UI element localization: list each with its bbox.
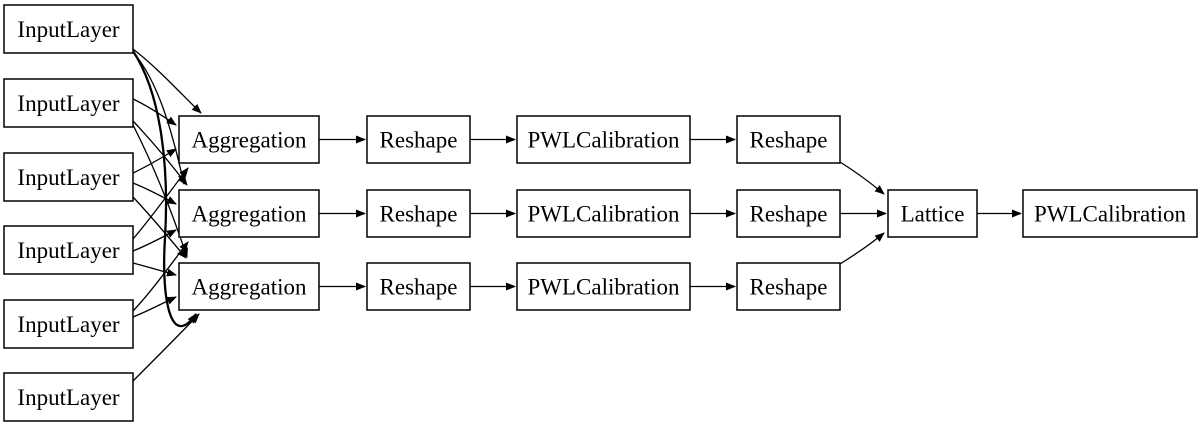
node-label-reshape-a2: Reshape <box>380 202 458 227</box>
node-box-aggregation-2 <box>178 189 320 238</box>
node-pwlcalibration-3: PWLCalibration <box>516 262 691 311</box>
node-reshape-a3: Reshape <box>366 262 471 311</box>
edge-input-3-to-aggregation-2 <box>132 182 177 205</box>
node-reshape-b3: Reshape <box>736 262 841 311</box>
node-box-lattice <box>887 189 978 238</box>
edge-reshape-b3-to-lattice <box>839 232 885 265</box>
node-label-reshape-b1: Reshape <box>750 128 828 153</box>
node-input-4: InputLayer <box>3 225 134 275</box>
node-box-pwlcalibration-2 <box>516 189 691 238</box>
edge-input-2-to-aggregation-2 <box>132 120 188 186</box>
node-pwlcalibration-1: PWLCalibration <box>516 115 691 164</box>
node-label-reshape-b2: Reshape <box>750 202 828 227</box>
node-label-reshape-a1: Reshape <box>380 128 458 153</box>
edge-input-3-to-aggregation-1 <box>132 148 177 174</box>
node-reshape-b2: Reshape <box>736 189 841 238</box>
node-input-2: InputLayer <box>3 78 134 128</box>
edge-input-1-to-aggregation-1 <box>132 48 202 114</box>
node-input-1: InputLayer <box>3 4 134 54</box>
node-reshape-a2: Reshape <box>366 189 471 238</box>
edge-input-1-to-aggregation-3 <box>132 50 197 328</box>
edge-input-2-to-aggregation-1 <box>132 98 177 126</box>
node-box-reshape-b2 <box>736 189 841 238</box>
node-box-input-4 <box>3 225 134 275</box>
node-label-input-3: InputLayer <box>17 165 120 190</box>
edge-input-5-to-aggregation-2 <box>132 241 189 312</box>
node-label-aggregation-1: Aggregation <box>192 128 307 153</box>
edges-layer <box>132 48 1022 382</box>
node-box-input-3 <box>3 152 134 202</box>
node-input-5: InputLayer <box>3 299 134 349</box>
edge-input-4-to-aggregation-3 <box>132 262 177 277</box>
node-box-pwlcalibration-1 <box>516 115 691 164</box>
node-label-input-1: InputLayer <box>17 17 120 42</box>
node-label-input-6: InputLayer <box>17 385 120 410</box>
node-label-input-5: InputLayer <box>17 312 120 337</box>
node-label-input-2: InputLayer <box>17 91 120 116</box>
node-aggregation-2: Aggregation <box>178 189 320 238</box>
node-box-reshape-a2 <box>366 189 471 238</box>
node-reshape-a1: Reshape <box>366 115 471 164</box>
node-box-aggregation-3 <box>178 262 320 311</box>
edge-input-4-to-aggregation-2 <box>132 229 177 252</box>
node-reshape-b1: Reshape <box>736 115 841 164</box>
node-label-pwlcalibration-1: PWLCalibration <box>527 128 680 153</box>
node-box-reshape-b3 <box>736 262 841 311</box>
edge-input-6-to-aggregation-3 <box>132 313 200 382</box>
edge-reshape-b1-to-lattice <box>839 161 885 195</box>
node-box-pwlcalibration-out <box>1022 189 1198 238</box>
node-box-aggregation-1 <box>178 115 320 164</box>
edge-input-4-to-aggregation-1 <box>132 167 189 240</box>
node-label-input-4: InputLayer <box>17 238 120 263</box>
node-pwlcalibration-out: PWLCalibration <box>1022 189 1198 238</box>
node-input-3: InputLayer <box>3 152 134 202</box>
node-label-pwlcalibration-out: PWLCalibration <box>1034 202 1187 227</box>
edge-input-3-to-aggregation-3 <box>132 196 187 259</box>
node-box-input-6 <box>3 372 134 422</box>
node-label-pwlcalibration-3: PWLCalibration <box>527 275 680 300</box>
node-label-pwlcalibration-2: PWLCalibration <box>527 202 680 227</box>
node-box-input-5 <box>3 299 134 349</box>
node-box-reshape-a1 <box>366 115 471 164</box>
node-label-aggregation-3: Aggregation <box>192 275 307 300</box>
node-pwlcalibration-2: PWLCalibration <box>516 189 691 238</box>
node-lattice: Lattice <box>887 189 978 238</box>
node-box-input-2 <box>3 78 134 128</box>
node-label-reshape-a3: Reshape <box>380 275 458 300</box>
node-box-pwlcalibration-3 <box>516 262 691 311</box>
edge-input-1-to-aggregation-2 <box>132 51 186 185</box>
node-aggregation-1: Aggregation <box>178 115 320 164</box>
nodes-layer: InputLayerInputLayerInputLayerInputLayer… <box>3 4 1198 422</box>
node-label-reshape-b3: Reshape <box>750 275 828 300</box>
node-box-reshape-b1 <box>736 115 841 164</box>
node-box-reshape-a3 <box>366 262 471 311</box>
edge-input-5-to-aggregation-3 <box>132 296 177 318</box>
node-aggregation-3: Aggregation <box>178 262 320 311</box>
node-input-6: InputLayer <box>3 372 134 422</box>
node-label-aggregation-2: Aggregation <box>192 202 307 227</box>
node-label-lattice: Lattice <box>901 202 965 227</box>
node-box-input-1 <box>3 4 134 54</box>
